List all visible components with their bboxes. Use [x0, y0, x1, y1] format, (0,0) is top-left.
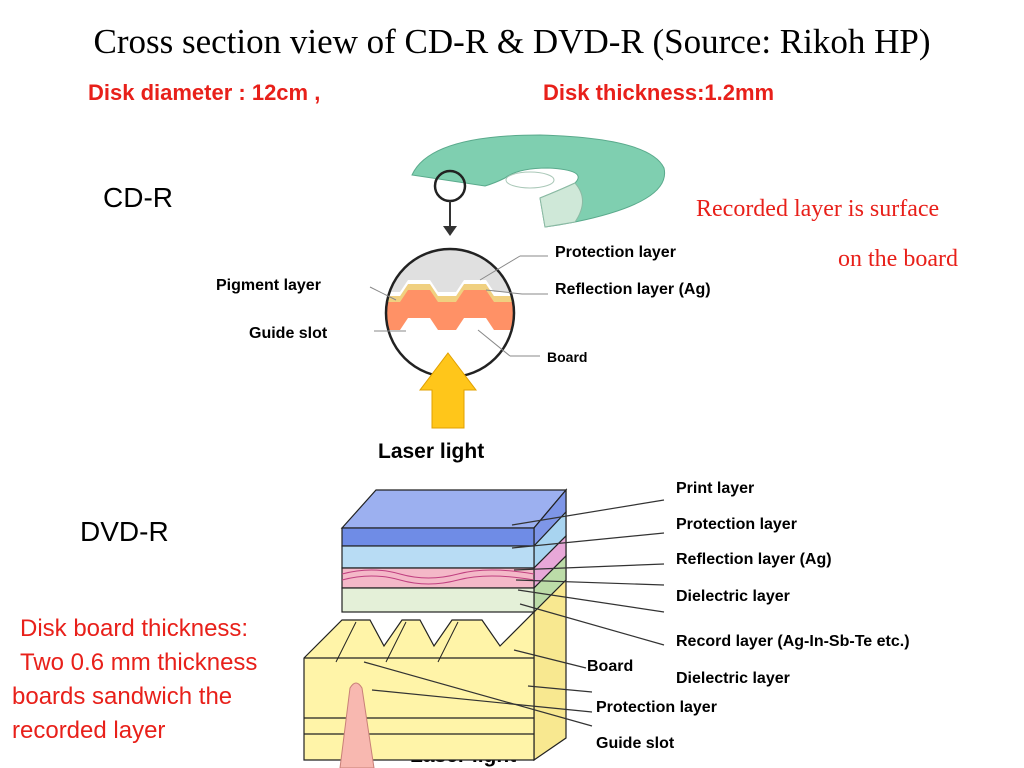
cdr-board-label: Board	[547, 349, 588, 365]
cd-disk	[411, 134, 666, 228]
dvdr-note-line: Disk board thickness:	[20, 615, 249, 642]
dvdr-heading: DVD-R	[80, 516, 169, 547]
cd-laser-arrow	[418, 352, 478, 429]
dvdr-note: Disk board thickness: Two 0.6 mm thickne…	[12, 612, 257, 748]
cd-leader-lines	[369, 255, 548, 357]
dvdr-note-line: boards sandwich the	[12, 683, 233, 710]
dvdr-record-label: Record layer (Ag-In-Sb-Te etc.)	[676, 633, 910, 650]
dvdr-protection2-label: Protection layer	[596, 699, 717, 716]
disk-thickness-label: Disk thickness:1.2mm	[543, 80, 775, 105]
dvdr-laser-label: Laser light	[410, 744, 517, 767]
dvdr-note-line: recorded layer	[12, 717, 166, 744]
dvdr-note-line: Two 0.6 mm thickness	[20, 649, 258, 676]
cdr-guide-label: Guide slot	[249, 325, 328, 342]
cdr-heading: CD-R	[103, 182, 173, 213]
cdr-laser-label: Laser light	[378, 440, 485, 463]
cdr-reflection-label: Reflection layer (Ag)	[555, 281, 711, 298]
dvd-cross-section	[303, 488, 568, 762]
cdr-protection-label: Protection layer	[555, 244, 676, 261]
cd-magnifier-circle	[384, 247, 516, 379]
cdr-note-line2: on the board	[838, 246, 958, 272]
cd-zoom-circle	[433, 169, 467, 203]
cdr-note-line1: Recorded layer is surface	[696, 196, 940, 222]
dvdr-guide-label: Guide slot	[596, 735, 675, 752]
dvdr-protection-label: Protection layer	[676, 516, 797, 533]
cd-zoom-arrowhead	[443, 226, 457, 236]
disk-diameter-label: Disk diameter : 12cm ,	[88, 80, 321, 105]
dvd-laser-beam	[339, 682, 375, 768]
dvdr-print-label: Print layer	[676, 480, 755, 497]
dvdr-dielectric2-label: Dielectric layer	[676, 670, 790, 687]
cd-cross-section	[386, 249, 514, 377]
page-title: Cross section view of CD-R & DVD-R (Sour…	[93, 22, 931, 61]
dvdr-dielectric1-label: Dielectric layer	[676, 588, 790, 605]
dvdr-board-label: Board	[587, 658, 634, 675]
dvdr-reflection-label: Reflection layer (Ag)	[676, 551, 832, 568]
cdr-pigment-label: Pigment layer	[216, 277, 321, 294]
dvd-leader-lines	[363, 499, 665, 727]
